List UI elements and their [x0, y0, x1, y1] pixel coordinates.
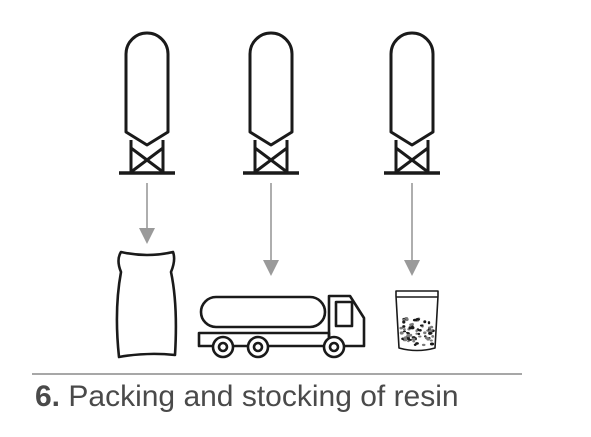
resin-pellet — [426, 337, 430, 341]
resin-pellet — [419, 324, 424, 327]
resin-pellet — [418, 335, 422, 338]
resin-pellet — [416, 318, 420, 321]
resin-pellet — [402, 320, 406, 324]
resin-pellet — [429, 342, 435, 346]
resin-pellet — [423, 331, 427, 335]
resin-pellet — [411, 337, 416, 341]
resin-pellet — [415, 342, 419, 345]
resin-pellet — [429, 339, 433, 342]
resin-pellet — [403, 328, 406, 331]
resin-pellet — [430, 325, 434, 329]
bag-icon — [115, 250, 178, 359]
resin-pellet — [421, 343, 426, 347]
resin-pellet — [423, 320, 427, 324]
resin-pouch-icon — [395, 290, 439, 352]
resin-pellet — [399, 331, 404, 335]
resin-pellet — [431, 335, 435, 338]
silo-2-icon — [243, 31, 299, 175]
resin-pellet — [409, 333, 413, 337]
step-title: Packing and stocking of resin — [68, 380, 459, 413]
resin-pellet — [415, 329, 418, 333]
resin-pellet — [417, 332, 421, 336]
silo-1-icon — [119, 31, 175, 175]
resin-pellet — [399, 326, 404, 330]
resin-pellet — [404, 317, 409, 319]
resin-pellet — [402, 325, 406, 328]
tanker-truck-icon — [197, 294, 366, 359]
resin-pellet — [427, 321, 431, 325]
resin-pellet — [428, 332, 431, 335]
resin-pellet — [412, 340, 416, 343]
resin-pellet — [428, 326, 431, 329]
resin-pellet — [407, 337, 410, 341]
resin-pellet — [406, 333, 411, 338]
resin-pellet — [407, 340, 410, 343]
resin-pellets-icon — [399, 317, 435, 347]
step-caption: 6. Packing and stocking of resin — [35, 379, 459, 415]
resin-pellet — [403, 336, 408, 340]
step-number: 6. — [35, 380, 61, 413]
resin-pellet — [410, 326, 415, 330]
resin-pellet — [405, 331, 409, 334]
silo-3-icon — [384, 31, 440, 175]
resin-pellet — [402, 330, 407, 333]
resin-pellet — [428, 329, 433, 332]
resin-pellet — [409, 323, 413, 327]
resin-pellet — [415, 332, 419, 335]
resin-pellet — [418, 329, 422, 332]
resin-pellet — [402, 318, 406, 321]
